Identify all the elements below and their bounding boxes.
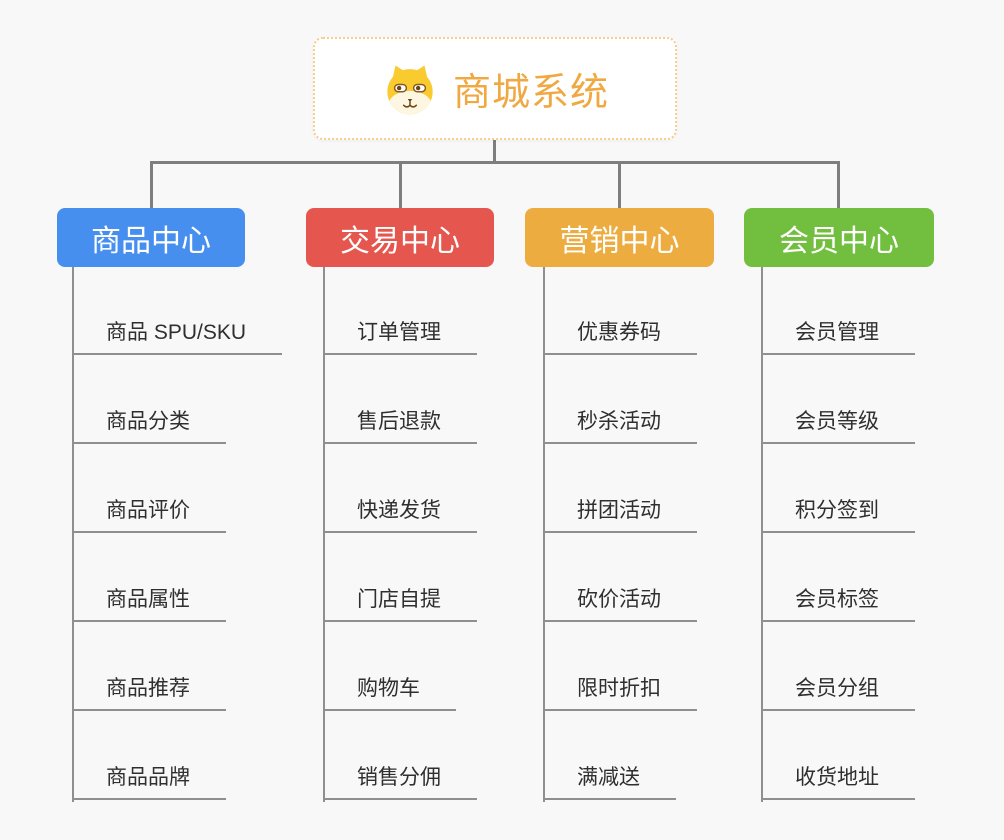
root-title: 商城系统 bbox=[452, 72, 609, 114]
leaf-node[interactable]: 购物车 bbox=[323, 676, 456, 711]
connector-drop-products bbox=[150, 161, 153, 208]
column-spine bbox=[72, 267, 74, 802]
branch-column-products: 商品 SPU/SKU 商品分类商品评价商品属性商品推荐商品品牌 bbox=[72, 267, 322, 802]
leaf-node[interactable]: 商品评价 bbox=[72, 498, 226, 533]
leaf-node[interactable]: 商品 SPU/SKU bbox=[72, 320, 283, 355]
branch-node-marketing[interactable]: 营销中心 bbox=[525, 208, 714, 267]
branch-label: 营销中心 bbox=[559, 224, 680, 258]
leaf-node[interactable]: 商品推荐 bbox=[72, 676, 226, 711]
leaf-node[interactable]: 会员等级 bbox=[761, 409, 915, 444]
column-spine bbox=[543, 267, 545, 802]
leaf-node[interactable]: 商品品牌 bbox=[72, 765, 226, 800]
branch-label: 会员中心 bbox=[779, 224, 899, 258]
leaf-node[interactable]: 会员分组 bbox=[761, 676, 915, 711]
leaf-node[interactable]: 售后退款 bbox=[323, 409, 477, 444]
branch-column-trade: 订单管理售后退款快递发货门店自提购物车销售分佣 bbox=[323, 267, 573, 802]
connector-drop-marketing bbox=[618, 161, 621, 208]
branch-node-trade[interactable]: 交易中心 bbox=[306, 208, 494, 267]
shiba-dog-icon bbox=[387, 64, 433, 114]
leaf-node[interactable]: 订单管理 bbox=[323, 320, 477, 355]
leaf-node[interactable]: 满减送 bbox=[543, 765, 676, 800]
leaf-node[interactable]: 积分签到 bbox=[761, 498, 915, 533]
leaf-node[interactable]: 商品分类 bbox=[72, 409, 226, 444]
leaf-node[interactable]: 拼团活动 bbox=[543, 498, 697, 533]
branch-node-products[interactable]: 商品中心 bbox=[57, 208, 245, 267]
column-spine bbox=[323, 267, 325, 802]
leaf-node[interactable]: 限时折扣 bbox=[543, 676, 697, 711]
connector-horizontal bbox=[150, 161, 840, 164]
leaf-node[interactable]: 收货地址 bbox=[761, 765, 915, 800]
leaf-node[interactable]: 会员管理 bbox=[761, 320, 915, 355]
column-spine bbox=[761, 267, 763, 802]
leaf-node[interactable]: 优惠券码 bbox=[543, 320, 697, 355]
leaf-node[interactable]: 砍价活动 bbox=[543, 587, 697, 622]
leaf-node[interactable]: 商品属性 bbox=[72, 587, 226, 622]
connector-root-drop bbox=[493, 140, 496, 164]
root-node[interactable]: 商城系统 bbox=[313, 37, 677, 140]
leaf-node[interactable]: 快递发货 bbox=[323, 498, 477, 533]
connector-drop-trade bbox=[399, 161, 402, 208]
branch-label: 交易中心 bbox=[340, 224, 460, 258]
branch-label: 商品中心 bbox=[91, 224, 211, 258]
leaf-node[interactable]: 门店自提 bbox=[323, 587, 477, 622]
connector-drop-member bbox=[837, 161, 840, 208]
leaf-node[interactable]: 秒杀活动 bbox=[543, 409, 697, 444]
branch-column-member: 会员管理会员等级积分签到会员标签会员分组收货地址 bbox=[761, 267, 1004, 802]
branch-node-member[interactable]: 会员中心 bbox=[744, 208, 934, 267]
leaf-node[interactable]: 销售分佣 bbox=[323, 765, 477, 800]
branch-column-marketing: 优惠券码秒杀活动拼团活动砍价活动限时折扣满减送 bbox=[543, 267, 793, 802]
leaf-node[interactable]: 会员标签 bbox=[761, 587, 915, 622]
